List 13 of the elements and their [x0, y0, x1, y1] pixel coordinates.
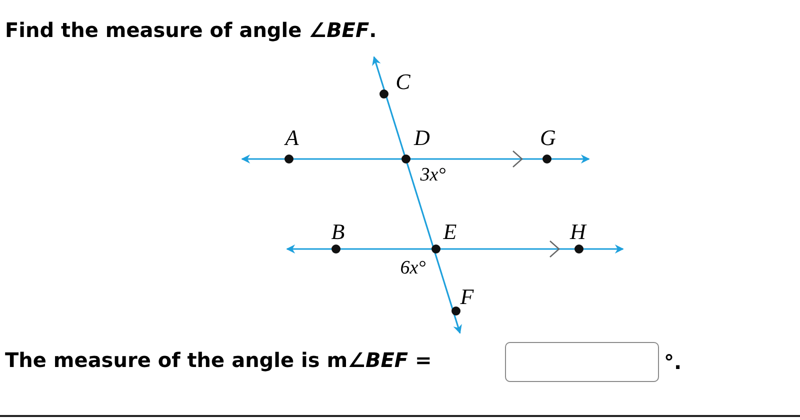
- degree-unit: °.: [664, 350, 682, 374]
- point-label: C: [396, 71, 410, 93]
- question-title: Find the measure of angle ∠BEF.: [5, 18, 377, 42]
- point-label: E: [443, 221, 457, 243]
- answer-prompt: The measure of the angle is m∠BEF =: [5, 348, 432, 372]
- point-label: F: [460, 286, 474, 308]
- point-label: A: [285, 127, 299, 149]
- point-label: H: [570, 221, 586, 243]
- point-label: B: [331, 221, 345, 243]
- point-label: D: [414, 127, 430, 149]
- angle-label: 6x°: [400, 258, 426, 278]
- angle-label: 3x°: [420, 166, 446, 184]
- point-label: G: [540, 127, 556, 149]
